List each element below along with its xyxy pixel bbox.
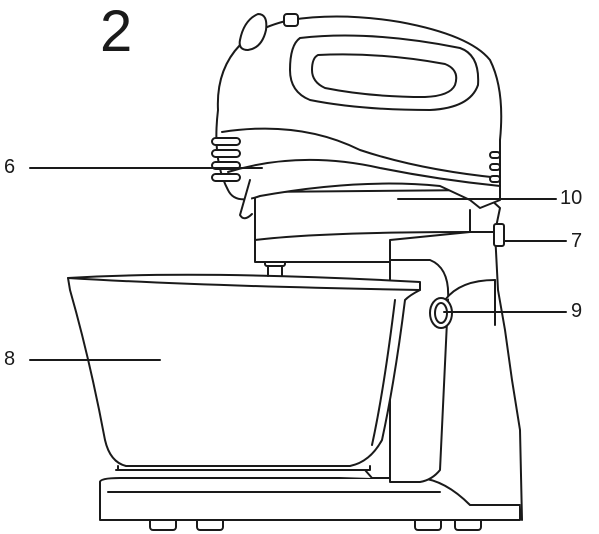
callout-label-6: 6 <box>4 156 16 178</box>
base <box>99 469 521 521</box>
leader-lines <box>29 167 567 361</box>
bowl-release-button <box>429 297 453 329</box>
callout-label-8: 8 <box>4 348 16 370</box>
callout-label-7: 7 <box>571 230 583 252</box>
speed-switch <box>238 13 299 51</box>
callout-label-10: 10 <box>560 187 583 209</box>
vent-slots <box>211 137 501 183</box>
mixer-holder <box>254 189 501 263</box>
bowl <box>67 273 421 471</box>
hand-mixer-body <box>215 15 503 220</box>
tilt-lever <box>493 223 505 247</box>
figure-number: 2 <box>100 0 133 64</box>
callout-label-9: 9 <box>571 300 583 322</box>
stand-column <box>389 231 523 521</box>
